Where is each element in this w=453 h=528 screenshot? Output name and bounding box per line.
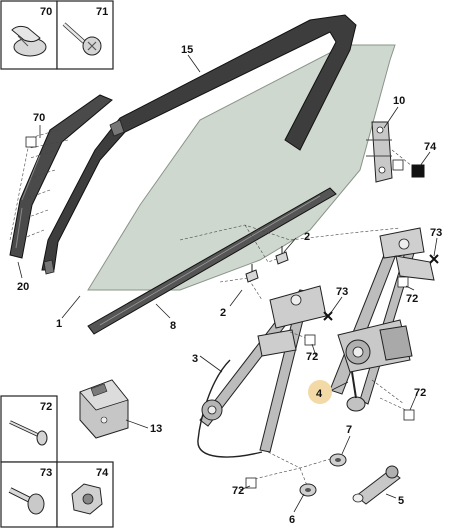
post-seal-20 — [9, 94, 113, 259]
callout-4: 4 — [316, 388, 323, 400]
clip-marker-70 — [25, 136, 37, 148]
clip-2-upper-icon — [275, 246, 289, 265]
callout-70-box: 70 — [40, 6, 52, 18]
guide-bracket-10 — [366, 121, 413, 183]
callout-72-mid: 72 — [306, 351, 318, 363]
window-motor-4 — [337, 319, 413, 412]
callout-72-bottom: 72 — [232, 485, 244, 497]
marker-10 — [392, 159, 404, 171]
highlight-4 — [308, 380, 332, 404]
callout-7: 7 — [346, 424, 352, 436]
callout-20: 20 — [17, 281, 29, 293]
screw-71-icon — [62, 22, 102, 56]
callout-74-box: 74 — [96, 467, 109, 479]
nut-74-marker — [411, 164, 425, 178]
callout-8: 8 — [170, 320, 176, 332]
callout-1: 1 — [56, 318, 62, 330]
marker-72-bottom — [245, 477, 257, 489]
screw-73-upper-marker — [429, 254, 439, 264]
part-box-71 — [56, 0, 114, 70]
nut-74-icon — [71, 483, 103, 515]
callout-73-box: 73 — [40, 467, 52, 479]
callout-72-right-lower: 72 — [414, 387, 426, 399]
callout-72-box: 72 — [40, 401, 52, 413]
clip-2-lower-icon — [245, 264, 259, 283]
callout-6: 6 — [289, 514, 295, 526]
marker-72-right-upper — [397, 276, 409, 288]
callout-3: 3 — [192, 353, 198, 365]
callout-15: 15 — [181, 44, 193, 56]
callout-10: 10 — [393, 95, 405, 107]
window-crank-5-icon — [352, 465, 401, 505]
callout-71-box: 71 — [96, 6, 108, 18]
callout-74-right: 74 — [424, 141, 437, 153]
bushing-7-icon — [329, 453, 347, 467]
front-window-regulator-3 — [197, 285, 327, 458]
rivet-72-icon — [9, 420, 48, 446]
callout-5: 5 — [398, 495, 404, 507]
callout-2-lower: 2 — [220, 307, 226, 319]
belt-strip-8 — [87, 187, 337, 335]
callout-73-upper: 73 — [430, 227, 442, 239]
window-glass — [87, 44, 396, 291]
window-switch-13-icon — [79, 379, 129, 439]
callout-73-mid: 73 — [336, 286, 348, 298]
callout-72-right-upper: 72 — [406, 293, 418, 305]
part-box-73 — [0, 461, 58, 528]
rear-window-regulator — [329, 227, 435, 405]
bolt-73-icon — [8, 487, 45, 515]
clip-70-icon — [11, 25, 47, 57]
marker-72-mid — [304, 334, 316, 346]
bushing-6-icon — [299, 483, 317, 497]
callout-70-left: 70 — [33, 112, 45, 124]
marker-72-right-lower — [403, 409, 415, 421]
callout-2-upper: 2 — [304, 231, 310, 243]
callout-13: 13 — [150, 423, 162, 435]
